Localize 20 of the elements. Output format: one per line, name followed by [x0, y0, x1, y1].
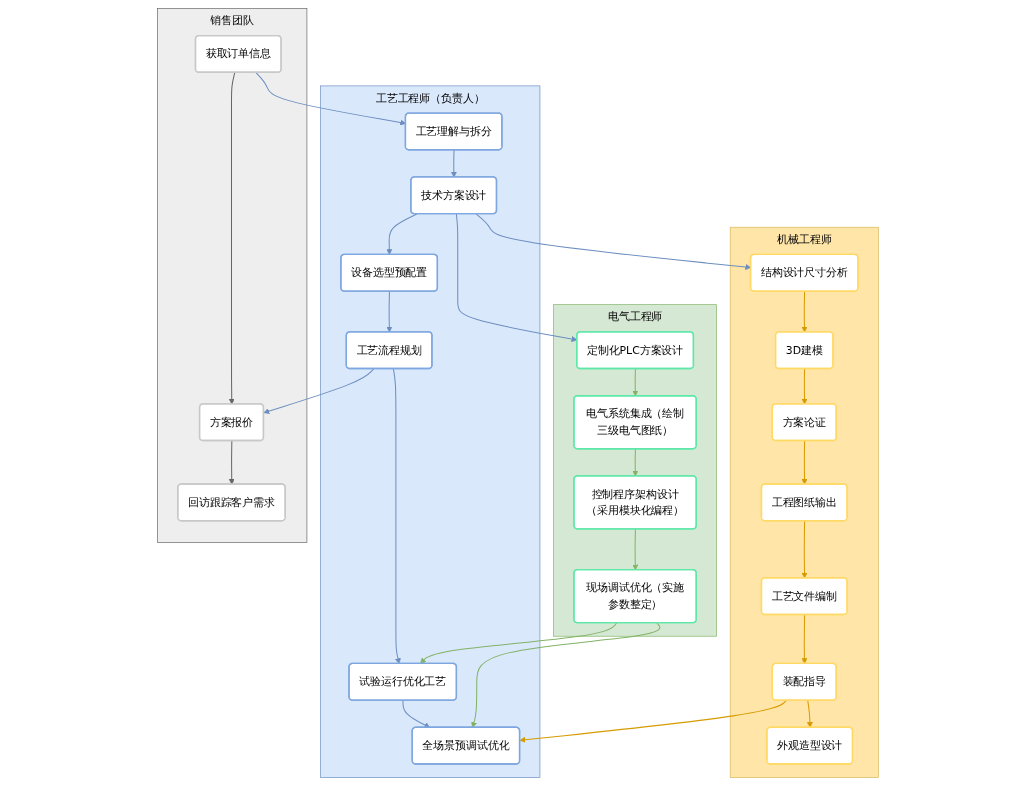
arrow: [632, 368, 639, 397]
arrow: [393, 368, 401, 664]
arrow: [386, 290, 393, 333]
arrow: [386, 213, 418, 255]
arrow: [420, 622, 618, 664]
arrow: [471, 622, 661, 728]
arrow: [632, 528, 639, 571]
arrow: [801, 520, 808, 579]
arrow: [228, 440, 235, 485]
arrow: [801, 440, 808, 485]
arrow: [807, 699, 813, 728]
arrow: [228, 72, 236, 405]
arrow: [519, 699, 788, 743]
arrow: [801, 368, 808, 405]
arrow: [801, 614, 808, 664]
arrow: [801, 290, 808, 333]
arrow: [402, 699, 431, 728]
arrow: [451, 149, 457, 178]
arrow: [263, 368, 375, 414]
arrow: [632, 448, 639, 477]
